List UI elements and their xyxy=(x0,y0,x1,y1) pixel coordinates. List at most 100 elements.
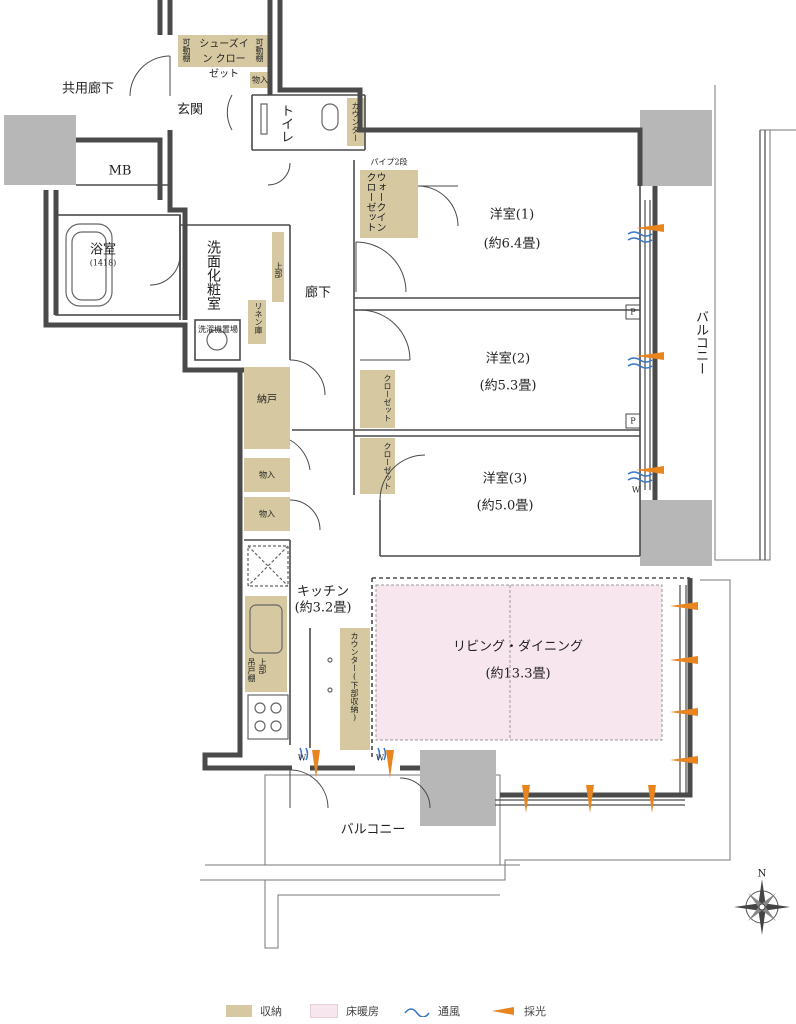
airflow-marks xyxy=(299,231,653,761)
label-upper-washroom: 上部 xyxy=(274,262,283,278)
label-w-east: W xyxy=(631,485,641,495)
bathtub xyxy=(65,223,113,307)
legend-light-icon xyxy=(492,1007,514,1015)
label-w-left: W xyxy=(297,753,307,763)
storage-washroom-upper xyxy=(272,232,284,302)
compass-rose xyxy=(734,879,790,935)
light-marker xyxy=(386,750,394,778)
storage-shelf-left xyxy=(178,35,196,67)
light-marker xyxy=(636,352,664,360)
label-p-upper: P xyxy=(630,307,636,317)
label-storage-kitchen-top: 物入 xyxy=(259,470,275,480)
label-western1-size: (約6.4畳) xyxy=(483,236,541,252)
label-bath: 浴室 xyxy=(89,242,117,258)
light-marker xyxy=(670,602,698,610)
label-kitchen-size: (約3.2畳) xyxy=(294,600,352,616)
column-south xyxy=(420,750,496,826)
label-living-size: (約13.3畳) xyxy=(485,666,551,682)
south-balcony-outline xyxy=(264,774,501,866)
storage-storeroom xyxy=(244,367,290,449)
storage-shoe-closet xyxy=(196,35,251,67)
legend-airflow-label: 通風 xyxy=(438,1005,460,1018)
door-swings xyxy=(129,55,459,809)
storage-kitchen-top xyxy=(244,458,290,492)
legend-airflow: 通風 xyxy=(404,1003,460,1019)
label-western3-size: (約5.0畳) xyxy=(476,498,534,514)
label-washer: 洗濯機置場 xyxy=(198,325,238,334)
label-kitchen-name: キッチン xyxy=(296,584,350,600)
light-marker xyxy=(648,785,656,813)
light-marker xyxy=(586,785,594,813)
interior-walls xyxy=(55,94,690,760)
column-west xyxy=(4,115,76,185)
storage-shelf-right xyxy=(251,35,268,67)
storage-closet-2 xyxy=(360,370,395,428)
light-marker xyxy=(636,224,664,232)
light-marker xyxy=(312,750,320,778)
light-marker xyxy=(670,708,698,716)
label-bath-size: (1418) xyxy=(89,258,117,268)
kitchen-sink xyxy=(249,604,283,654)
east-balcony-outline xyxy=(714,85,771,561)
range-hood xyxy=(247,545,289,587)
label-mb: MB xyxy=(108,163,132,179)
storage-linen xyxy=(248,300,266,344)
storage-walkin-closet xyxy=(360,170,418,238)
label-movable-shelf-right: 可動棚 xyxy=(255,38,264,62)
column-east xyxy=(640,500,712,566)
label-pipe: パイプ2段 xyxy=(370,157,408,167)
label-toilet: トイレ xyxy=(278,104,293,143)
floor-heating-area xyxy=(375,584,663,741)
label-closet-3: クローゼット xyxy=(383,442,392,490)
stove xyxy=(247,694,289,740)
label-balcony-south: バルコニー xyxy=(340,822,406,838)
label-washroom: 洗面化粧室 xyxy=(205,240,221,310)
storage-kitchen-bottom xyxy=(244,497,290,531)
legend-storage-swatch xyxy=(226,1005,252,1017)
storage-entrance-small xyxy=(250,72,270,88)
storage-closet-3 xyxy=(360,438,395,494)
label-p-lower: P xyxy=(630,416,636,426)
washer-pan xyxy=(206,329,228,351)
label-balcony-east: バルコニー xyxy=(693,310,708,375)
label-storage-kitchen-bottom: 物入 xyxy=(259,509,275,519)
label-kitchen-counter: カウンター(下部収納) xyxy=(350,632,359,722)
legend-airflow-icon xyxy=(404,1008,430,1017)
label-western2-name: 洋室(2) xyxy=(485,351,531,367)
label-closet-2: クローゼット xyxy=(383,374,392,422)
label-w-right: W xyxy=(375,753,385,763)
label-hanging-shelf: 吊戸棚 xyxy=(247,658,256,682)
label-walkin-closet: ウォークイン クローゼット xyxy=(364,172,385,232)
label-storeroom: 納戸 xyxy=(257,394,277,406)
label-western2-size: (約5.3畳) xyxy=(479,378,537,394)
light-marker xyxy=(522,785,530,813)
legend-light: 採光 xyxy=(490,1003,546,1019)
light-marker xyxy=(670,656,698,664)
label-living-name: リビング・ダイニング xyxy=(452,639,584,655)
label-storage-entrance: 物入 xyxy=(252,75,268,85)
label-upper-kitchen: 上部 xyxy=(258,658,267,674)
label-western3-name: 洋室(3) xyxy=(482,471,528,487)
label-linen: リネン庫 xyxy=(254,302,263,334)
light-marks xyxy=(312,224,698,813)
storage-hanging-shelf xyxy=(245,596,287,692)
legend-light-label: 採光 xyxy=(524,1005,546,1018)
legend-storage-label: 収納 xyxy=(260,1005,282,1018)
label-movable-shelf-left: 可動棚 xyxy=(182,38,191,62)
label-shoe-closet: シューズイン クローゼット xyxy=(199,39,249,80)
storage-kitchen-counter xyxy=(340,628,370,750)
fixtures xyxy=(65,103,339,740)
light-marker xyxy=(636,466,664,474)
column-northeast xyxy=(640,110,712,186)
columns xyxy=(4,110,712,826)
p-boxes xyxy=(625,304,641,429)
label-western1-name: 洋室(1) xyxy=(489,207,535,223)
balcony-outline-lower xyxy=(200,579,731,881)
label-corridor: 廊下 xyxy=(304,285,332,301)
toilet-bowl xyxy=(321,103,339,131)
legend-storage: 収納 xyxy=(226,1003,282,1019)
legend-floor-heating-swatch xyxy=(310,1004,338,1018)
label-entrance: 玄関 xyxy=(176,102,204,118)
light-marker xyxy=(670,756,698,764)
